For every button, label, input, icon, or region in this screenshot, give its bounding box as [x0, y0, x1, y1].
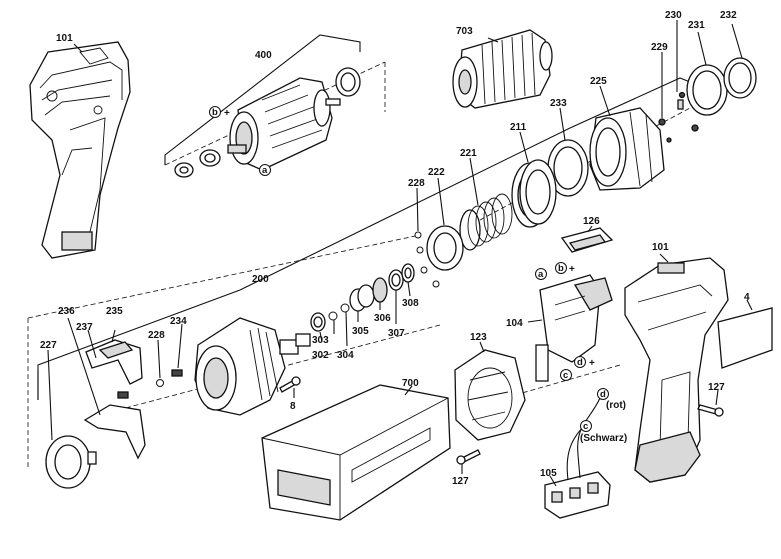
label-8: 8	[290, 401, 296, 412]
motor-cover	[454, 349, 526, 441]
front-cover-235	[85, 339, 143, 385]
label-221: 221	[460, 148, 477, 159]
nameplate-label	[717, 307, 773, 369]
sign-plus-motor: +	[224, 108, 230, 119]
screw-8	[279, 376, 301, 393]
connector-block	[544, 471, 611, 519]
label-222: 222	[428, 167, 445, 178]
label-303: 303	[312, 335, 329, 346]
label-236: 236	[58, 306, 75, 317]
part-labels: 101 400 703 230 231 232 229 225 233 211 …	[40, 10, 750, 487]
label-105: 105	[540, 468, 557, 479]
marker-b-motor: b	[212, 107, 218, 118]
label-237: 237	[76, 322, 93, 333]
wire-note-d: (rot)	[606, 400, 626, 411]
marker-c-wire: c	[583, 421, 588, 432]
marker-d-wire: d	[600, 389, 606, 400]
marker-c-switch: c	[563, 370, 568, 381]
housing-assembled	[624, 257, 729, 483]
motor-washers	[174, 67, 361, 178]
label-104: 104	[506, 318, 523, 329]
label-233: 233	[550, 98, 567, 109]
bracket-lines	[37, 34, 691, 400]
label-228-top: 228	[408, 178, 425, 189]
gearbox-assembly	[194, 317, 311, 416]
label-4: 4	[744, 292, 750, 303]
label-225: 225	[590, 76, 607, 87]
spring-clip-237	[83, 391, 146, 460]
trigger-switch	[535, 274, 613, 382]
screw-127-bottom	[456, 449, 481, 465]
screw-127-right	[697, 404, 724, 417]
label-232: 232	[720, 10, 737, 21]
motor-assembly	[227, 77, 341, 171]
wire-note-c: (Schwarz)	[580, 433, 627, 444]
gear-selector-collar	[589, 107, 665, 191]
label-229: 229	[651, 42, 668, 53]
label-302: 302	[312, 350, 329, 361]
label-307: 307	[388, 328, 405, 339]
label-200: 200	[252, 274, 269, 285]
rings-and-pins	[658, 57, 757, 143]
marker-a-motor: a	[262, 165, 268, 176]
label-235: 235	[106, 306, 123, 317]
thrust-plate	[414, 225, 464, 288]
marker-d-switch: d	[577, 357, 583, 368]
gear-ring	[511, 159, 557, 228]
sign-plus-b: +	[569, 264, 575, 275]
label-127-right: 127	[708, 382, 725, 393]
label-127-bottom: 127	[452, 476, 469, 487]
label-234: 234	[170, 316, 187, 327]
carrying-case	[261, 384, 451, 521]
wire-markers: b + a a b + d + c d (rot) c (Schwarz)	[209, 106, 627, 444]
label-305: 305	[352, 326, 369, 337]
quick-chuck	[452, 29, 553, 109]
shaft-small-parts	[310, 263, 415, 332]
label-211: 211	[510, 122, 527, 133]
retainer-227	[45, 435, 97, 489]
marker-a-switch: a	[538, 269, 544, 280]
ball-and-pin	[156, 369, 183, 387]
label-703: 703	[456, 26, 473, 37]
label-304: 304	[337, 350, 354, 361]
label-leaders	[47, 20, 753, 487]
label-228-left: 228	[148, 330, 165, 341]
label-123: 123	[470, 332, 487, 343]
label-308: 308	[402, 298, 419, 309]
label-101-left: 101	[56, 33, 73, 44]
label-126: 126	[583, 216, 600, 227]
label-400: 400	[255, 50, 272, 61]
label-700: 700	[402, 378, 419, 389]
clutch-spring	[459, 193, 513, 251]
label-231: 231	[688, 20, 705, 31]
label-227: 227	[40, 340, 57, 351]
label-306: 306	[374, 313, 391, 324]
label-101-right: 101	[652, 242, 669, 253]
sign-plus-d: +	[589, 358, 595, 369]
housing-half-left	[29, 41, 131, 259]
label-230: 230	[665, 10, 682, 21]
marker-b-switch: b	[558, 263, 564, 274]
switch-cover-plate	[560, 227, 614, 253]
